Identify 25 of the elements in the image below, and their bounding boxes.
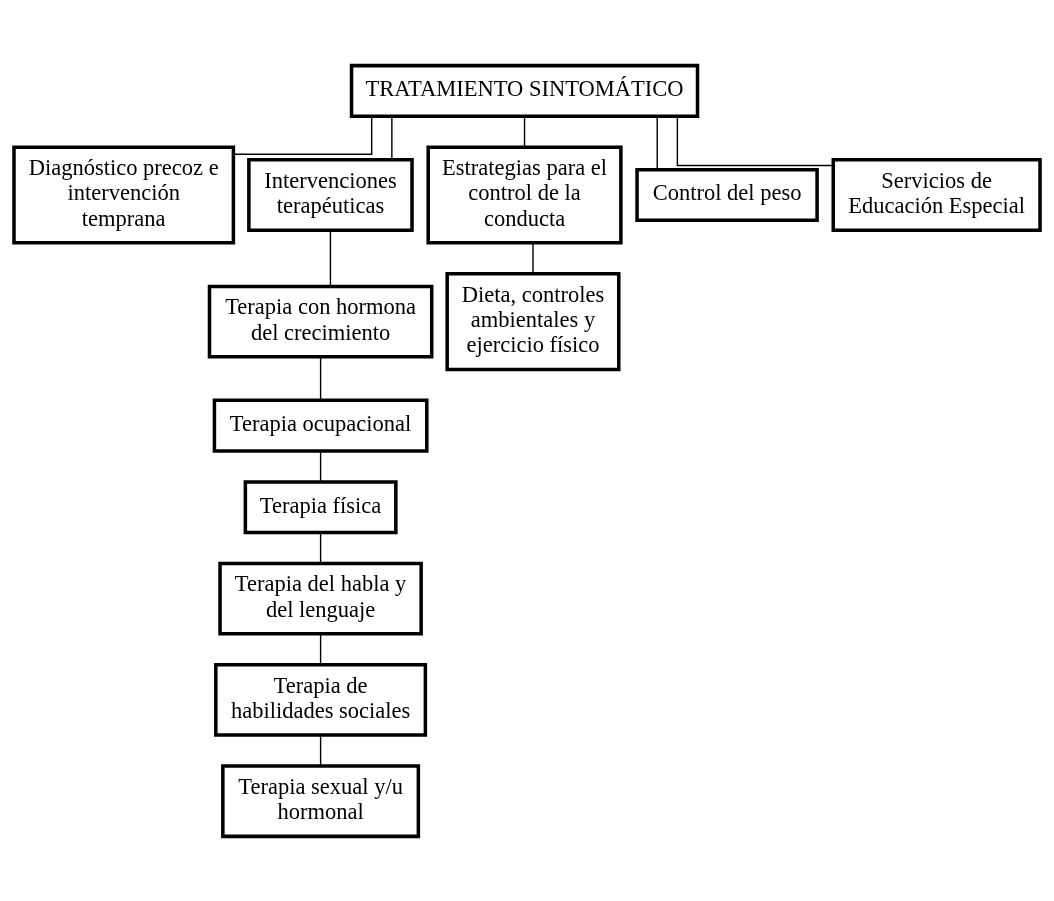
connector xyxy=(319,449,322,482)
connector xyxy=(391,115,393,160)
node-box: Control del peso xyxy=(635,167,819,222)
node-box: Terapia con hormona del crecimiento xyxy=(207,284,434,359)
connector xyxy=(656,115,658,170)
node-box: Estrategias para el control de la conducta xyxy=(426,144,623,245)
connector xyxy=(232,115,373,155)
connector xyxy=(676,115,834,166)
connector xyxy=(329,229,332,287)
node-box: TRATAMIENTO SINTOMÁTICO xyxy=(349,63,700,118)
node-box: Dieta, controles ambientales y ejercicio físico xyxy=(445,271,621,371)
node-box: Terapia del habla y del lenguaje xyxy=(218,561,423,636)
node-box: Servicios de Educación Especial xyxy=(831,157,1042,232)
connector xyxy=(532,241,534,274)
node-box: Intervenciones terapéuticas xyxy=(247,157,414,232)
node-box: Diagnóstico precoz e intervención temprana xyxy=(12,144,236,245)
connector xyxy=(523,115,526,148)
connector xyxy=(319,531,322,564)
node-box: Terapia de habilidades sociales xyxy=(214,662,428,737)
node-box: Terapia sexual y/u hormonal xyxy=(221,763,421,838)
connector xyxy=(319,355,322,401)
connector xyxy=(319,734,322,766)
connector xyxy=(319,632,322,665)
node-box: Terapia ocupacional xyxy=(212,398,429,453)
node-box: Terapia física xyxy=(243,479,398,534)
